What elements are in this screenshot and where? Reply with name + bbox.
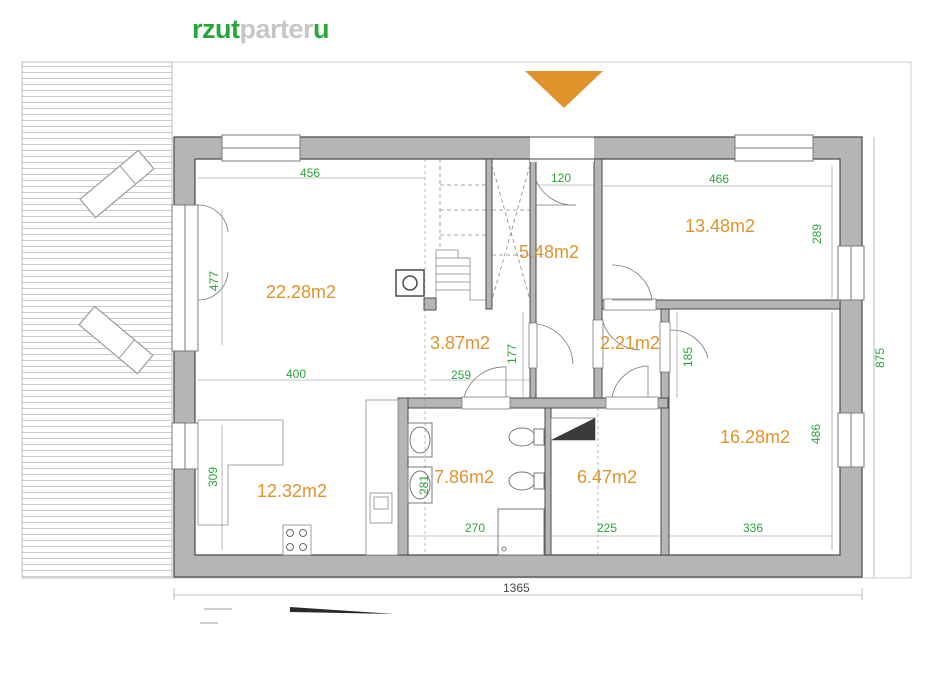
title-part-rzut: rzut (192, 14, 240, 44)
room-area-closet: 2.21m2 (600, 333, 660, 353)
dim-kitchen-depth: 309 (206, 467, 220, 487)
dim-bedroom2-width: 336 (743, 521, 763, 535)
sun-lounger-top (79, 149, 155, 219)
dimension-lines (173, 137, 875, 600)
dim-bedroom2-depth: 486 (809, 424, 823, 444)
room-area-bedroom2: 16.28m2 (720, 427, 790, 447)
room-area-passage: 3.87m2 (430, 333, 490, 353)
dim-bedroom1-width: 466 (709, 172, 729, 186)
room-area-hall: 5.48m2 (519, 242, 579, 262)
dim-utility-width: 225 (597, 521, 617, 535)
dim-total-width: 1365 (503, 581, 530, 595)
window-frame-lines (184, 147, 852, 469)
dim-bathroom-depth: 281 (417, 475, 431, 495)
dim-living-depth: 477 (207, 271, 221, 291)
staircase (435, 159, 531, 301)
section-marker (200, 607, 395, 624)
dim-living-lower-width: 400 (286, 367, 306, 381)
fireplace (395, 269, 425, 297)
dim-hall-width: 120 (551, 171, 571, 185)
room-area-utility: 6.47m2 (577, 467, 637, 487)
room-area-living: 22.28m2 (266, 282, 336, 302)
door-openings (461, 298, 671, 410)
door-swings (197, 179, 709, 398)
dim-living-width: 456 (300, 166, 320, 180)
room-area-kitchen: 12.32m2 (257, 481, 327, 501)
sun-lounger-bottom (78, 305, 154, 375)
dim-bedroom1-depth: 289 (810, 224, 824, 244)
dim-total-depth: 875 (873, 348, 887, 368)
entrance-marker (525, 71, 603, 108)
title-part-u: u (313, 14, 330, 44)
interior-walls (397, 158, 841, 556)
cooktop-icon (286, 529, 307, 551)
dim-passage-width: 259 (451, 368, 471, 382)
title-part-parter: parter (239, 14, 314, 44)
kitchen-furniture (197, 399, 399, 556)
room-area-bathroom: 7.86m2 (434, 467, 494, 487)
boiler (550, 417, 596, 441)
plan-title: rzutparteru (192, 14, 330, 45)
dim-bathroom-width: 270 (465, 521, 485, 535)
room-area-bedroom1: 13.48m2 (685, 216, 755, 236)
dim-closet-depth: 185 (681, 347, 695, 367)
dim-passage-depth: 177 (505, 344, 519, 364)
